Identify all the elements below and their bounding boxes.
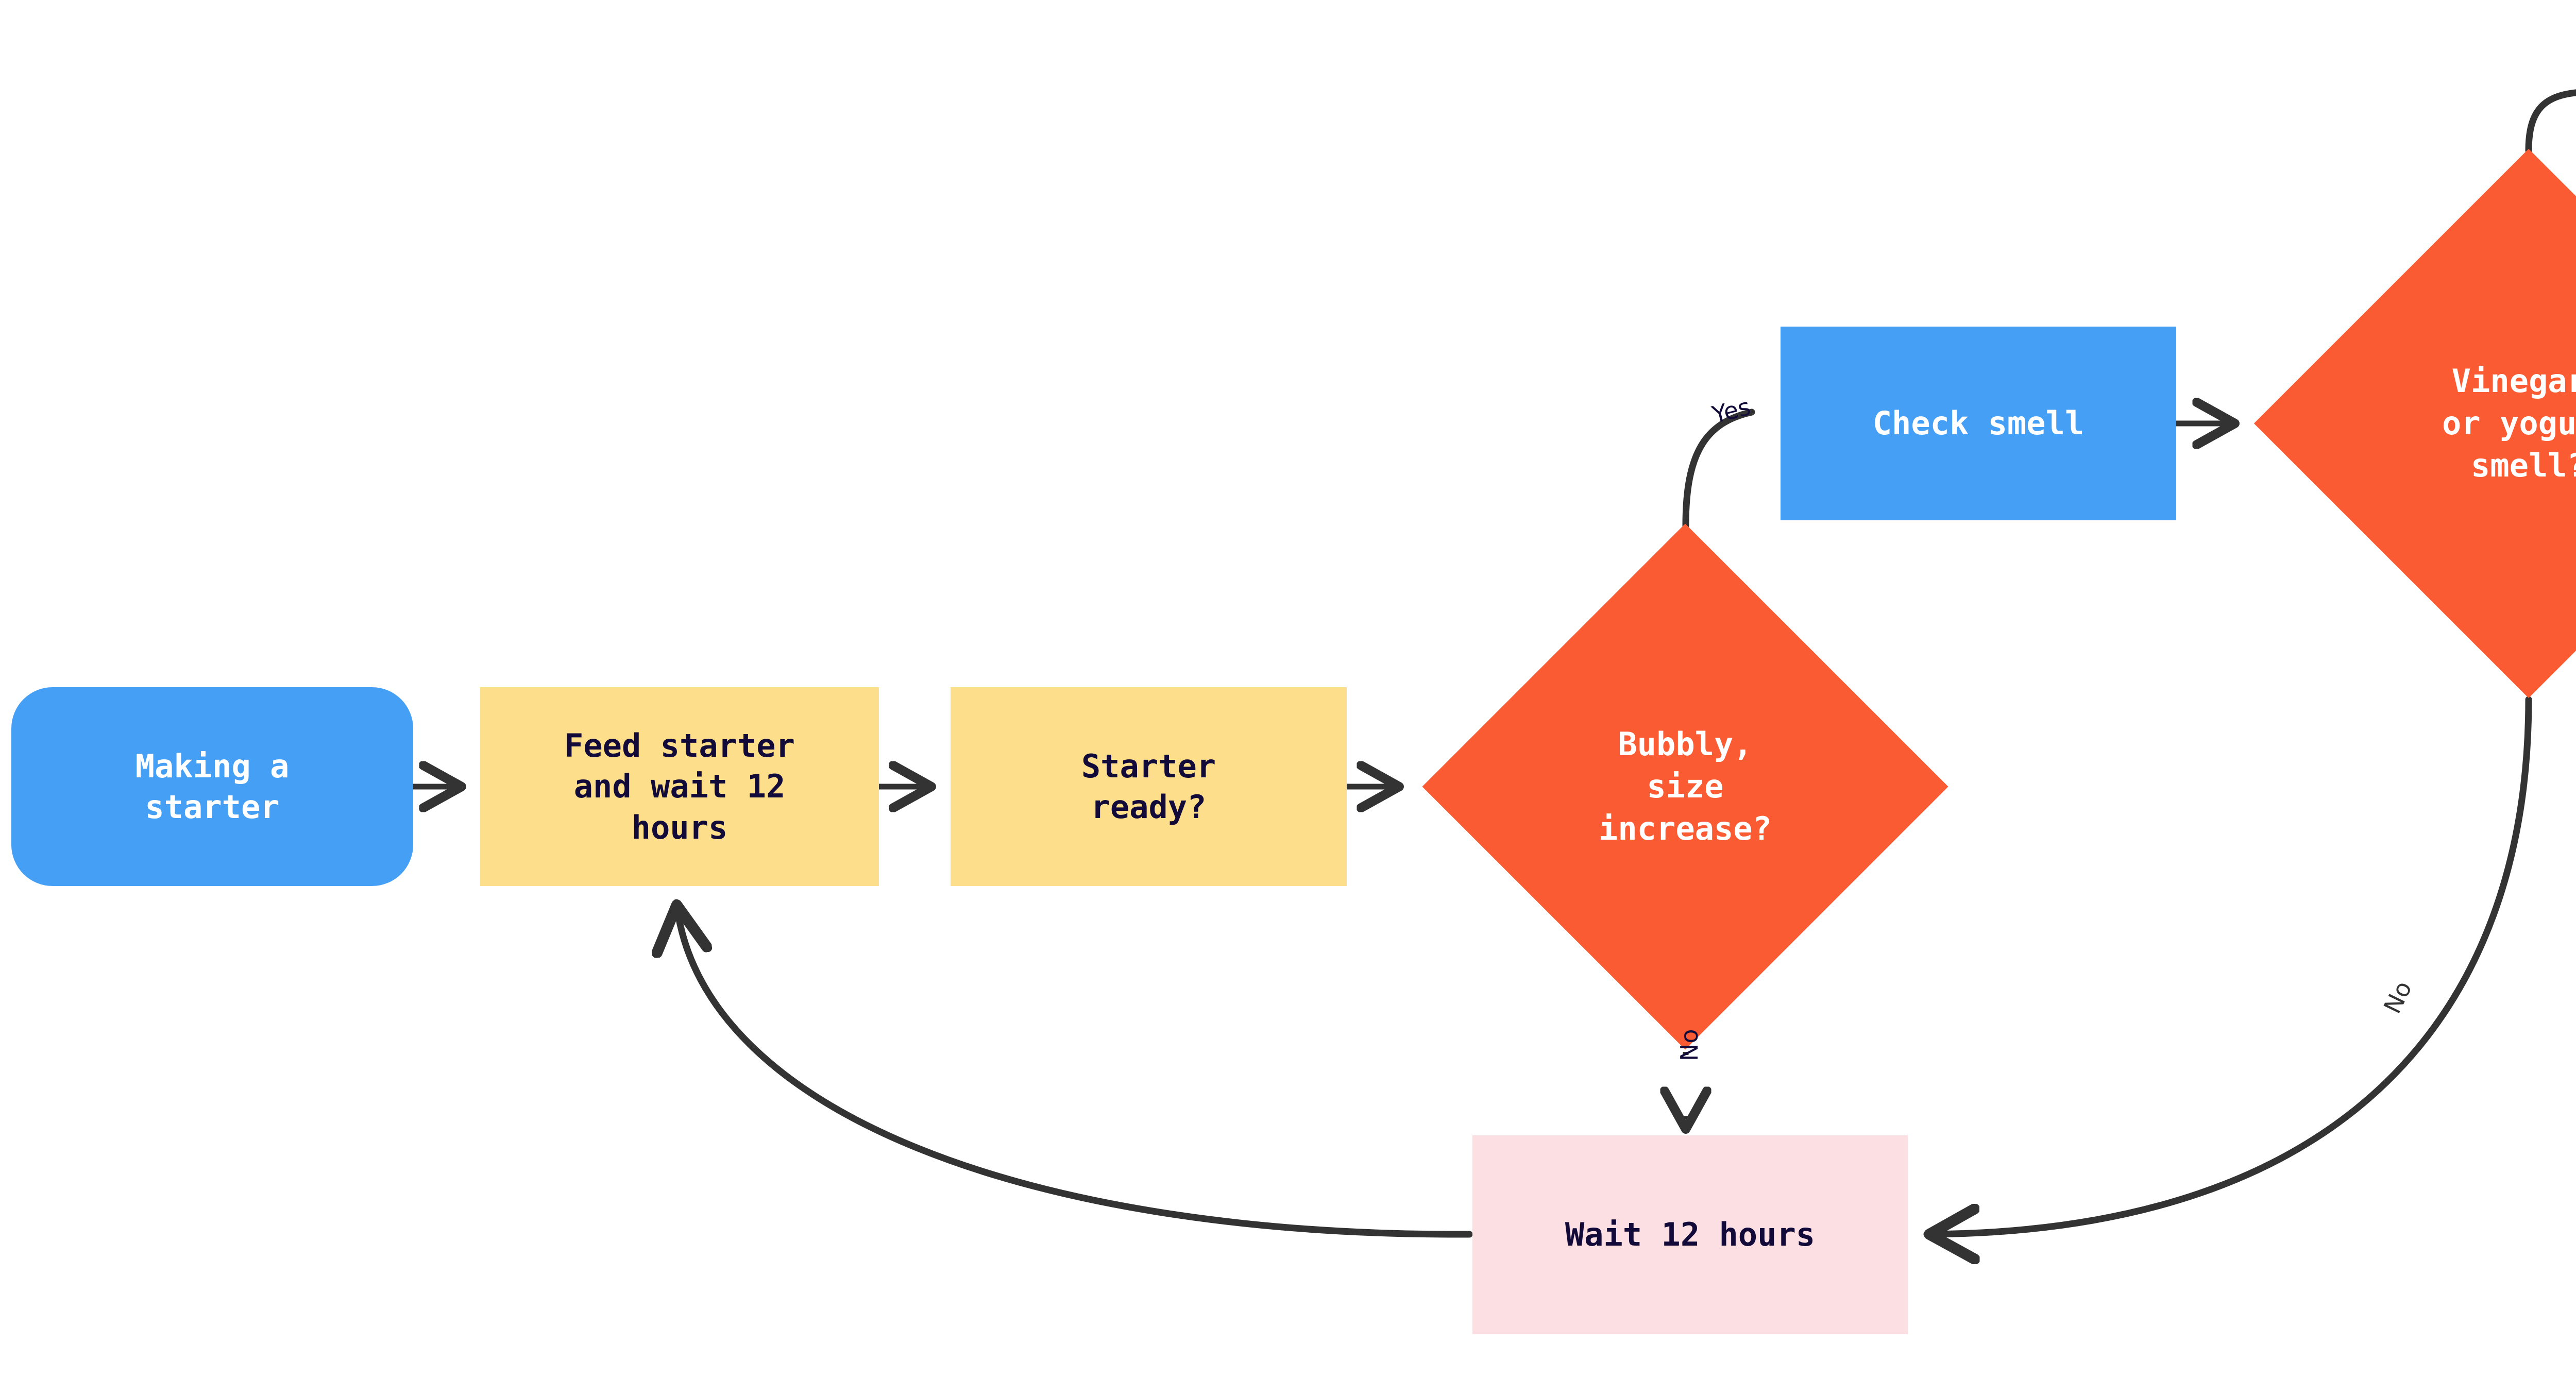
node-bubbly-size-increase[interactable]: Bubbly, size increase? xyxy=(1422,523,1948,1050)
edge-label-bubbly-yes: Yes xyxy=(1709,393,1754,429)
node-vinegary-label: Vinegary or yogurt smell? xyxy=(2442,362,2576,484)
node-check-smell[interactable]: Check smell xyxy=(1781,327,2176,520)
node-wait-12-hours[interactable]: Wait 12 hours xyxy=(1472,1135,1908,1334)
edge-bubbly-to-checksmell xyxy=(1682,409,1755,529)
edge-label-bubbly-no: No xyxy=(1675,1029,1703,1061)
node-bubbly-label: Bubbly, size increase? xyxy=(1599,725,1772,847)
node-making-a-starter[interactable]: Making a starter xyxy=(11,687,413,886)
node-vinegary-or-yogurt-smell[interactable]: Vinegary or yogurt smell? xyxy=(2253,148,2576,699)
edge-label-vinegary-no: No xyxy=(2378,976,2417,1018)
edge-vinegary-to-wait xyxy=(1923,696,2532,1234)
edge-wait-to-feed xyxy=(676,899,1473,1238)
node-starter-ready[interactable]: Starter ready? xyxy=(951,687,1347,886)
edge-vinegary-to-firstdough xyxy=(2525,89,2576,154)
node-feed-starter-and-wait[interactable]: Feed starter and wait 12 hours xyxy=(480,687,879,886)
